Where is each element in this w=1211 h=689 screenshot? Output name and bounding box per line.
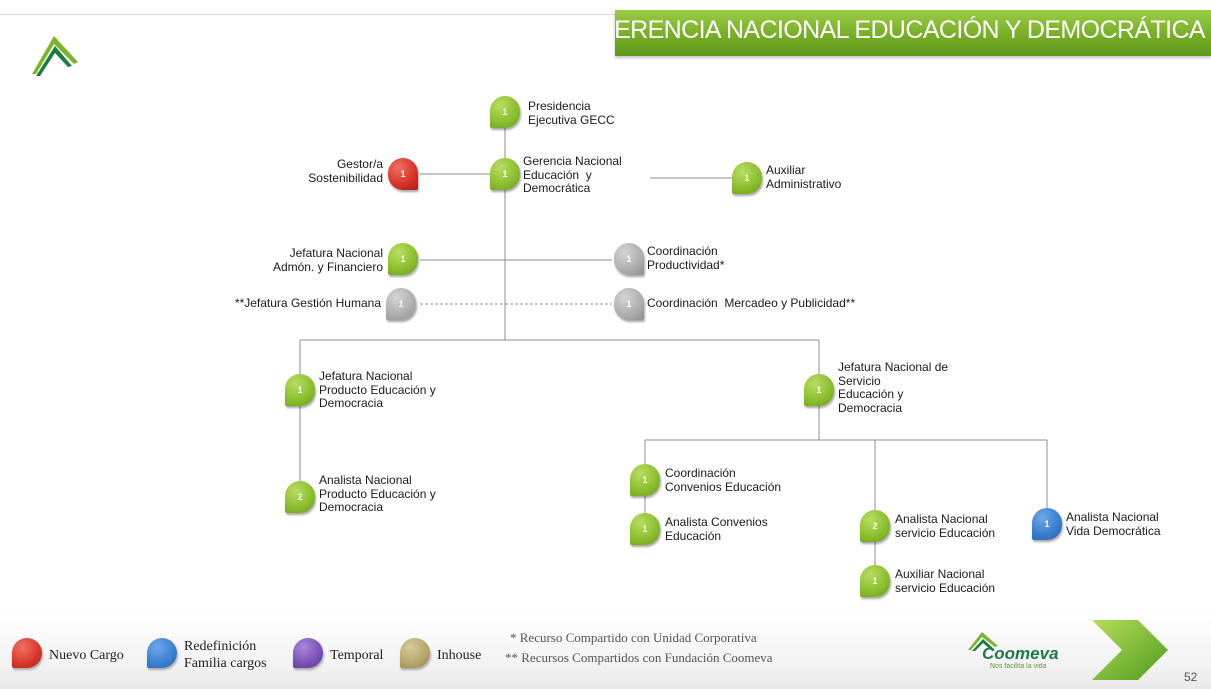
- text-auxiliar-servicio: Auxiliar Nacional servicio Educación: [895, 567, 996, 595]
- count-badge-presidencia: 1: [490, 96, 520, 128]
- count-badge-coord-productividad: 1: [614, 243, 644, 275]
- count-badge-coord-mercadeo: 1: [614, 288, 644, 320]
- legend-temporal: Temporal: [330, 648, 384, 663]
- label-gestor: Gestor/a Sostenibilidad: [290, 157, 383, 185]
- count-badge-analista-producto: 2: [285, 481, 315, 513]
- page-number: 52: [1184, 670, 1198, 684]
- label-analista-vida: Analista Nacional Vida Democrática: [1066, 510, 1161, 538]
- text-analista-servicio: Analista Nacional servicio Educación: [895, 512, 996, 540]
- text-coord-convenios: Coordinación Convenios Educación: [665, 466, 782, 494]
- text-gerencia: Gerencia Nacional Educación y Democrátic…: [523, 154, 622, 195]
- count-badge-jefatura-admon: 1: [388, 243, 418, 275]
- text-analista-vida: Analista Nacional Vida Democrática: [1066, 510, 1161, 538]
- count-badge-jefatura-servicio: 1: [804, 374, 834, 406]
- label-analista-convenios: Analista Convenios Educación: [665, 515, 768, 543]
- legend-bar: [0, 612, 1211, 689]
- label-jefatura-admon: Jefatura Nacional Admón. y Financiero: [240, 246, 383, 274]
- label-auxiliar-servicio: Auxiliar Nacional servicio Educación: [895, 567, 996, 595]
- text-analista-producto: Analista Nacional Producto Educación y D…: [319, 473, 436, 514]
- legend-nuevo-cargo: Nuevo Cargo: [49, 648, 124, 663]
- text-jefatura-servicio: Jefatura Nacional de Servicio Educación …: [838, 360, 949, 415]
- org-chart-connectors: [299, 110, 1048, 580]
- count-badge-jefatura-gh: 1: [386, 288, 416, 320]
- text-coord-productividad: Coordinación Productividad*: [647, 244, 725, 272]
- label-coord-productividad: Coordinación Productividad*: [647, 244, 725, 272]
- brand-name: Coomeva: [982, 644, 1059, 663]
- text-jefatura-admon: Jefatura Nacional Admón. y Financiero: [272, 246, 383, 274]
- legend-olive-icon: [400, 638, 430, 668]
- text-jefatura-producto: Jefatura Nacional Producto Educación y D…: [319, 369, 436, 410]
- label-coord-mercadeo: Coordinación Mercadeo y Publicidad**: [647, 296, 856, 311]
- label-gerencia: Gerencia Nacional Educación y Democrátic…: [523, 154, 622, 196]
- label-analista-producto: Analista Nacional Producto Educación y D…: [319, 473, 436, 515]
- label-coord-convenios: Coordinación Convenios Educación: [665, 466, 782, 494]
- text-coord-mercadeo: Coordinación Mercadeo y Publicidad**: [647, 296, 856, 310]
- count-badge-auxiliar-servicio: 1: [860, 565, 890, 597]
- count-badge-jefatura-producto: 1: [285, 374, 315, 406]
- legend-redefinicion: Redefinición Familia cargos: [184, 639, 267, 671]
- count-badge-coord-convenios: 1: [630, 464, 660, 496]
- chevron-arrow-icon: [1092, 620, 1168, 680]
- text-analista-convenios: Analista Convenios Educación: [665, 515, 768, 543]
- label-presidencia: Presidencia Ejecutiva GECC: [528, 99, 615, 127]
- legend-note-1: * Recurso Compartido con Unidad Corporat…: [510, 630, 757, 645]
- coomeva-chevron-logo-icon: [32, 36, 78, 76]
- label-jefatura-gh: **Jefatura Gestión Humana: [190, 296, 381, 311]
- label-analista-servicio: Analista Nacional servicio Educación: [895, 512, 996, 540]
- legend-blue-icon: [147, 638, 177, 668]
- legend-inhouse: Inhouse: [437, 648, 482, 663]
- text-jefatura-gh: **Jefatura Gestión Humana: [234, 296, 381, 310]
- legend-red-icon: [12, 638, 42, 668]
- legend-purple-icon: [293, 638, 323, 668]
- count-badge-analista-convenios: 1: [630, 513, 660, 545]
- brand-tagline: Nos facilita la vida: [990, 663, 1047, 670]
- count-badge-gerencia: 1: [490, 158, 520, 190]
- page-title: GERENCIA NACIONAL EDUCACIÓN Y DEMOCRÁTIC…: [595, 16, 1205, 44]
- count-badge-analista-vida: 1: [1032, 508, 1062, 540]
- text-auxiliar-admin: Auxiliar Administrativo: [766, 163, 842, 191]
- label-auxiliar-admin: Auxiliar Administrativo: [766, 163, 842, 191]
- text-presidencia: Presidencia Ejecutiva GECC: [528, 99, 615, 127]
- count-badge-auxiliar-admin: 1: [732, 162, 762, 194]
- count-badge-gestor: 1: [388, 158, 418, 190]
- coomeva-small-logo-icon: [968, 632, 998, 651]
- header-divider: [0, 14, 615, 15]
- label-jefatura-servicio: Jefatura Nacional de Servicio Educación …: [838, 360, 949, 415]
- count-badge-analista-servicio: 2: [860, 510, 890, 542]
- legend-note-2: ** Recursos Compartidos con Fundación Co…: [505, 650, 773, 665]
- title-banner: GERENCIA NACIONAL EDUCACIÓN Y DEMOCRÁTIC…: [595, 10, 1211, 56]
- label-jefatura-producto: Jefatura Nacional Producto Educación y D…: [319, 369, 436, 411]
- text-gestor: Gestor/a Sostenibilidad: [308, 157, 383, 185]
